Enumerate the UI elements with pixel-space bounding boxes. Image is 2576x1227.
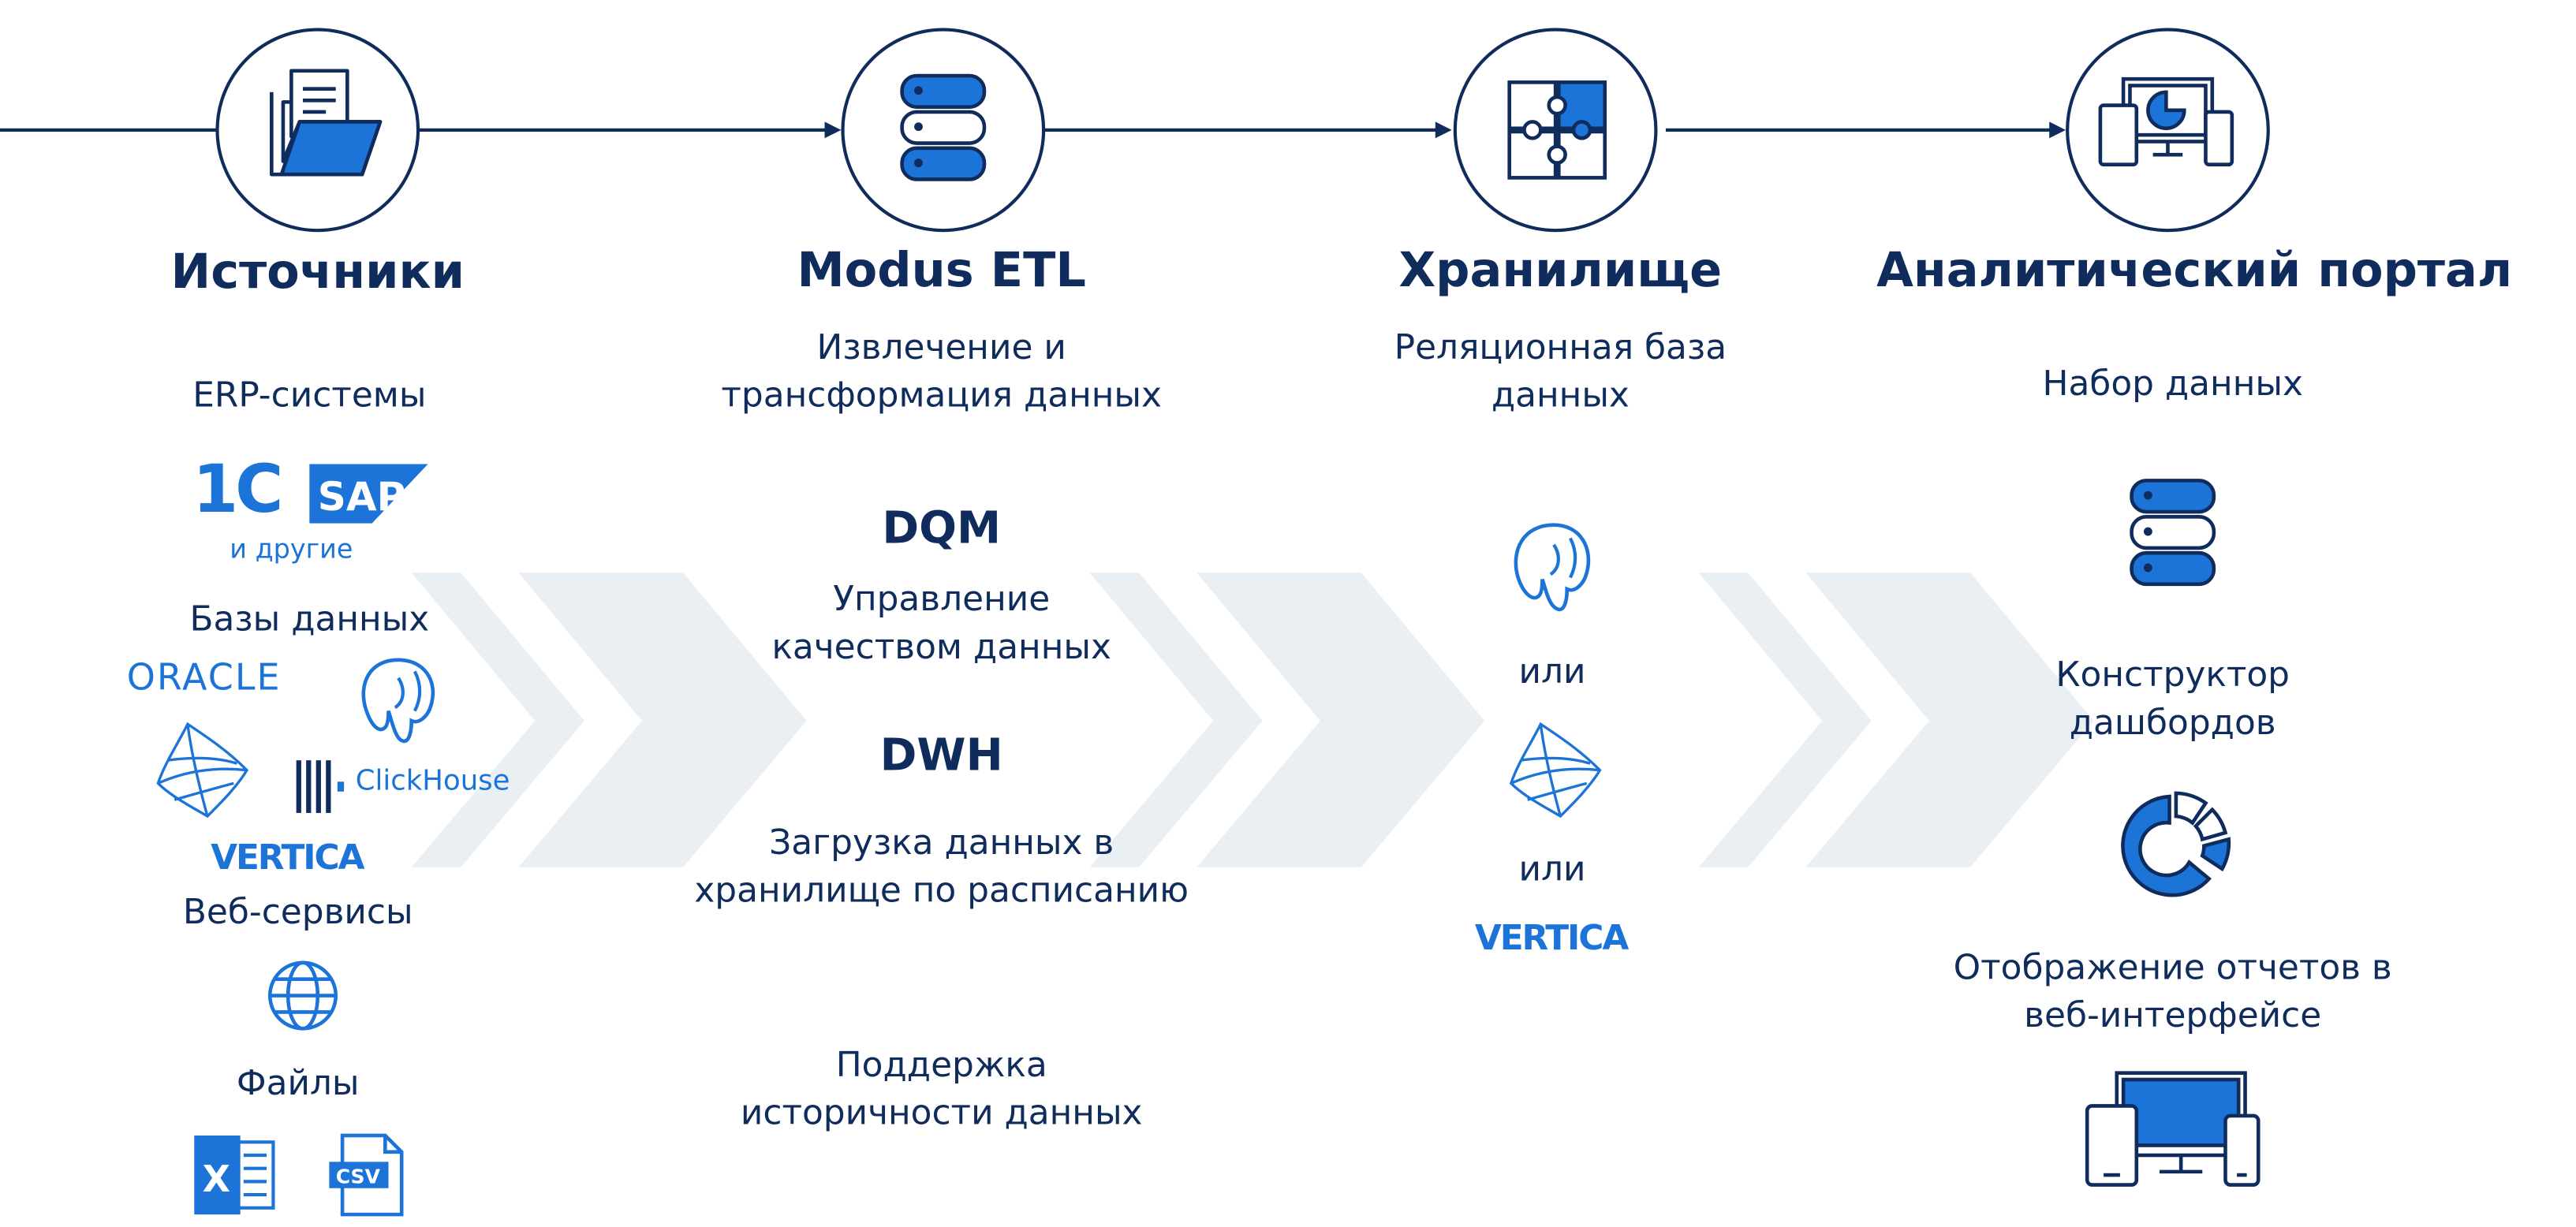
arrow-head [2049,121,2066,139]
donut-chart-icon [2121,791,2231,897]
etl-desc-line2: трансформация данных [721,375,1162,415]
dwh-line1: Загрузка данных в [769,822,1114,863]
dataset-label: Набор данных [2042,364,2303,404]
oracle-logo: ORACLE [126,658,282,699]
dqm-line2: качеством данных [771,627,1111,667]
devices-icon [2098,76,2234,166]
svg-text:X: X [203,1158,230,1200]
history-line1: Поддержка [835,1045,1047,1085]
files-label: Файлы [236,1063,360,1103]
web-services-label: Веб-сервисы [182,892,413,932]
1c-logo: 1С [192,452,283,528]
folder-icon [270,69,383,177]
csv-file-icon: CSV [329,1133,404,1217]
chevron-5 [1698,572,1872,867]
erp-label: ERP-системы [192,375,427,415]
arrow-head [1435,121,1452,139]
erp-other: и другие [230,533,353,565]
chevron-6 [1805,572,2094,867]
etl-title: Modus ETL [797,241,1086,298]
excel-icon: X [194,1135,275,1215]
postgresql-icon [361,658,435,744]
portal-title: Аналитический портал [1876,241,2513,298]
postgresql-icon [1514,523,1591,612]
history-line2: историчности данных [740,1092,1143,1132]
builder-line1: Конструктор [2055,655,2290,695]
sap-logo: SAP [309,464,428,524]
dqm-title: DQM [882,503,1002,555]
or-label-2: или [1518,848,1586,889]
sql-server-icon [1509,722,1602,819]
builder-line2: дашбордов [2069,703,2276,743]
or-label-1: или [1518,651,1586,692]
chevron-3 [1089,572,1263,867]
sources-title: Источники [170,243,465,300]
storage-desc-line2: данных [1491,375,1630,415]
storage-title: Хранилище [1398,241,1723,298]
dwh-line2: хранилище по расписанию [694,870,1189,911]
storage-desc-line1: Реляционная база [1394,327,1727,367]
dwh-title: DWH [879,730,1003,782]
clickhouse-icon [296,760,345,813]
sap-logo-text: SAP [318,474,406,520]
puzzle-icon [1507,80,1607,180]
db-label: Базы данных [189,599,430,639]
etl-desc-line1: Извлечение и [816,327,1066,367]
database-icon [2130,479,2216,587]
chevron-4 [1197,572,1485,867]
vertica-logo: VERTICA [1474,918,1629,958]
chevron-1 [411,572,584,867]
csv-label: CSV [336,1165,381,1188]
display-line1: Отображение отчетов в [1953,948,2392,988]
sql-server-icon [156,722,249,819]
devices-icon [2085,1071,2261,1187]
clickhouse-logo: ClickHouse [355,765,510,799]
database-icon [900,73,987,181]
globe-icon [267,960,338,1031]
vertica-logo: VERTICA [211,837,364,878]
dqm-line1: Управление [833,579,1051,619]
chevron-2 [518,572,807,867]
display-line2: веб-интерфейсе [2024,995,2322,1035]
arrow-head [824,121,842,139]
